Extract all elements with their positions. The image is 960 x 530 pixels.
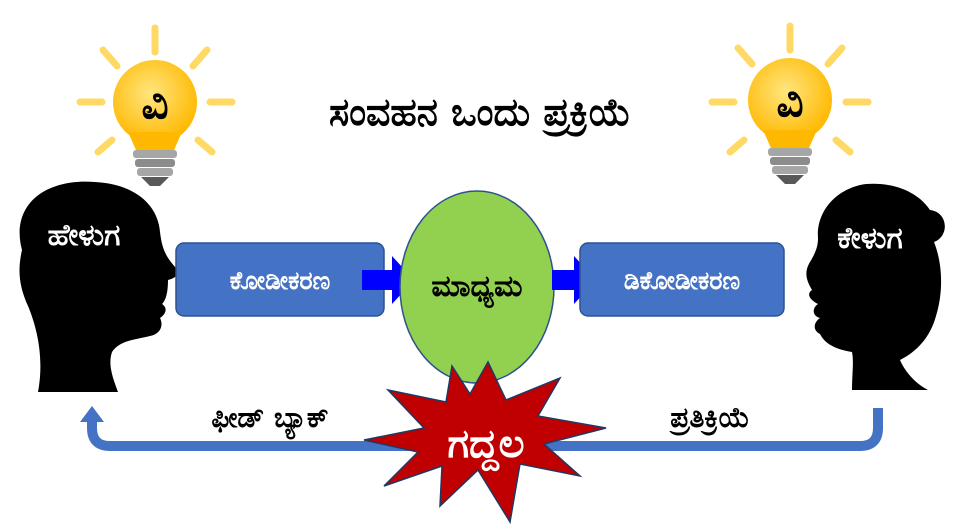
sender-head-silhouette-icon: [19, 181, 178, 392]
receiver-label: ಕೇಳುಗ: [837, 221, 902, 256]
sender-label: ಹೇಳುಗ: [48, 218, 121, 253]
receiver-bulb-letter: ವಿ: [776, 77, 803, 126]
feedback-arrowhead-icon: [80, 406, 104, 422]
decoding-box: [579, 242, 785, 317]
response-label: ಪ್ರತಿಕ್ರಿಯೆ: [668, 401, 749, 436]
decoding-label: ಡಿಕೋಡೀಕರಣ: [624, 266, 741, 295]
sender-lightbulb-icon: [76, 24, 236, 186]
diagram-title: ಸಂವಹನ ಒಂದು ಪ್ರಕ್ರಿಯೆ: [329, 90, 631, 137]
receiver-lightbulb-icon: [708, 22, 872, 184]
encoding-label: ಕೋಡೀಕರಣ: [230, 266, 331, 295]
receiver-head-silhouette-icon: [806, 183, 945, 390]
sender-bulb-letter: ವಿ: [141, 79, 168, 128]
medium-label: ಮಾಧ್ಯಮ: [431, 269, 522, 309]
feedback-label: ಫೀಡ್ ಬ್ಯಾಕ್: [211, 401, 328, 440]
noise-label: ಗದ್ದಲ: [447, 421, 524, 471]
noise-starburst: [363, 360, 607, 525]
